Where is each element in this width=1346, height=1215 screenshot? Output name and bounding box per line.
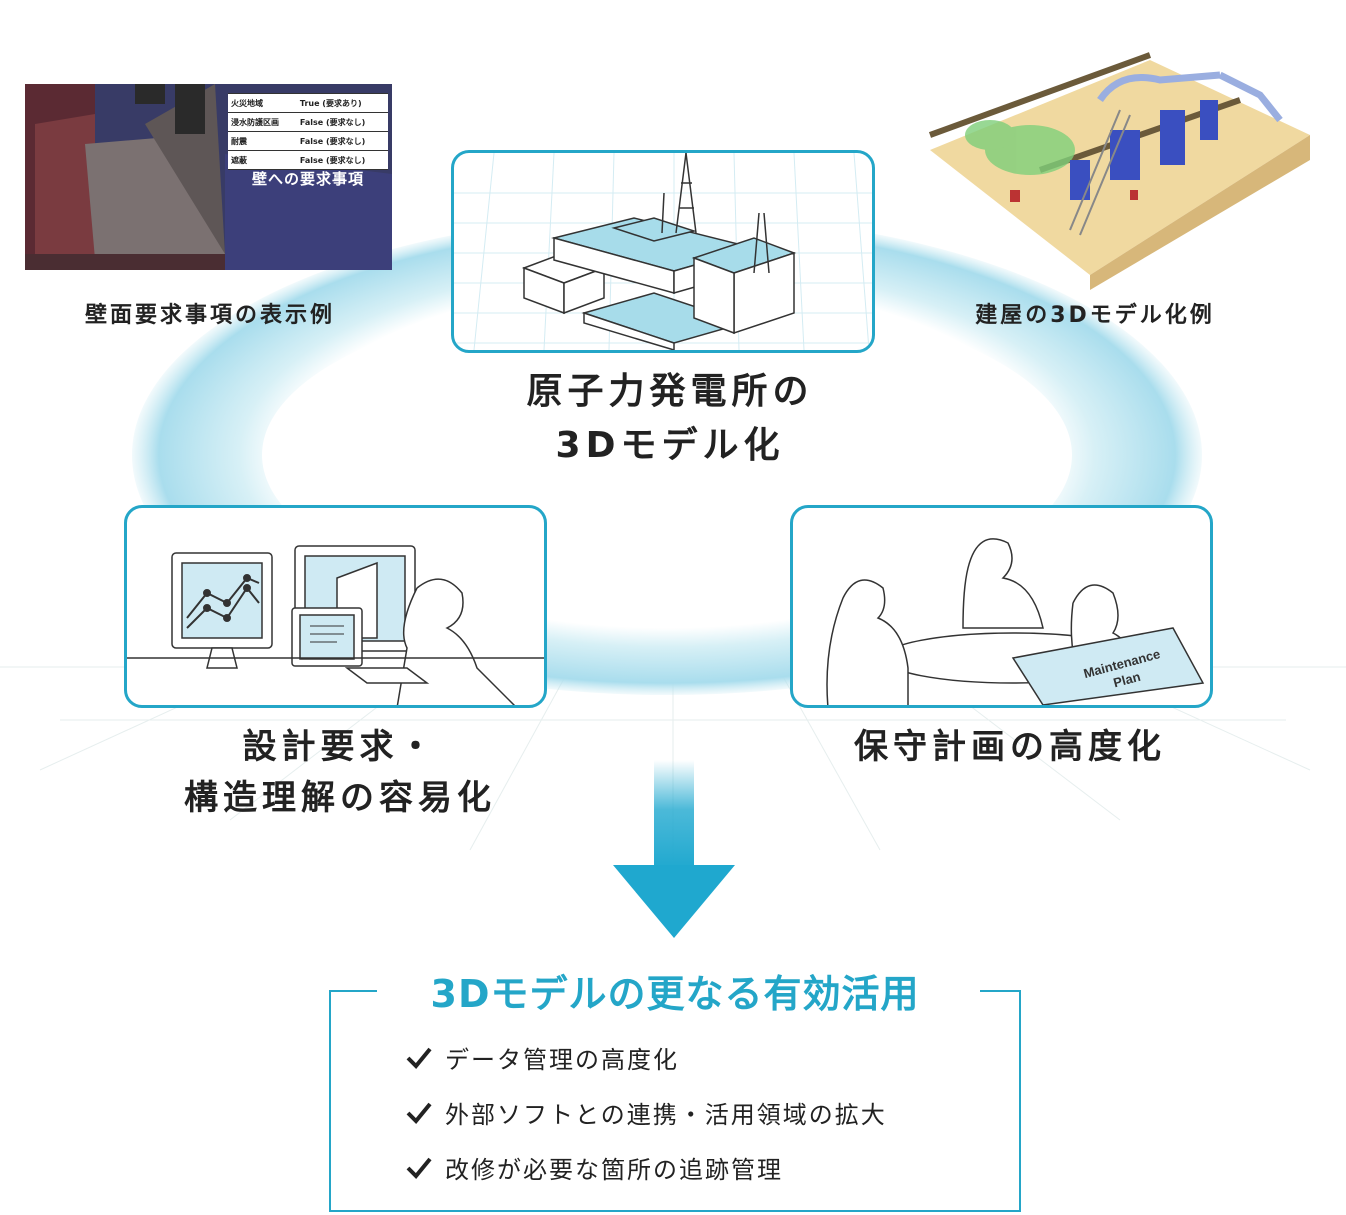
result-box-top-left <box>329 990 377 992</box>
result-item: 外部ソフトとの連携・活用領域の拡大 <box>405 1095 887 1130</box>
result-item-label: 改修が必要な箇所の追跡管理 <box>445 1156 783 1184</box>
design-office-illustration <box>127 545 544 705</box>
plant-illustration <box>454 153 872 350</box>
meeting-illustration: Maintenance Plan <box>826 538 1205 705</box>
result-item-label: データ管理の高度化 <box>445 1046 679 1074</box>
document-title-line2: Plan <box>1112 669 1142 691</box>
check-icon <box>406 1047 432 1069</box>
result-box-top-right <box>980 990 1021 992</box>
plant-model-graphic <box>928 52 1310 290</box>
design-panel <box>124 505 547 708</box>
design-caption-line1: 設計要求・ <box>242 727 438 767</box>
center-title-line1: 原子力発電所の <box>526 371 814 412</box>
result-box <box>329 990 1021 1212</box>
result-item: データ管理の高度化 <box>405 1040 679 1075</box>
result-item: 改修が必要な箇所の追跡管理 <box>405 1150 783 1185</box>
maintenance-panel: Maintenance Plan <box>790 505 1213 708</box>
design-caption-line2: 構造理解の容易化 <box>184 778 496 818</box>
left-thumb-caption: 壁面要求事項の表示例 <box>84 303 335 328</box>
check-icon <box>406 1102 432 1124</box>
maintenance-caption: 保守計画の高度化 <box>854 727 1166 767</box>
wall-overlay-caption: 壁への要求事項 <box>251 170 364 188</box>
right-thumb-caption: 建屋の3Dモデル化例 <box>975 303 1215 328</box>
wall-render-graphic <box>25 84 392 270</box>
design-caption: 設計要求・ 構造理解の容易化 <box>140 722 540 824</box>
plant-model-panel <box>451 150 875 353</box>
result-item-label: 外部ソフトとの連携・活用領域の拡大 <box>445 1101 887 1129</box>
building-model-image <box>920 40 1320 290</box>
center-title-line2: 3Dモデル化 <box>555 425 785 466</box>
check-icon <box>406 1157 432 1179</box>
center-title: 原子力発電所の 3Dモデル化 <box>460 365 880 473</box>
result-title: 3Dモデルの更なる有効活用 <box>430 972 920 1016</box>
